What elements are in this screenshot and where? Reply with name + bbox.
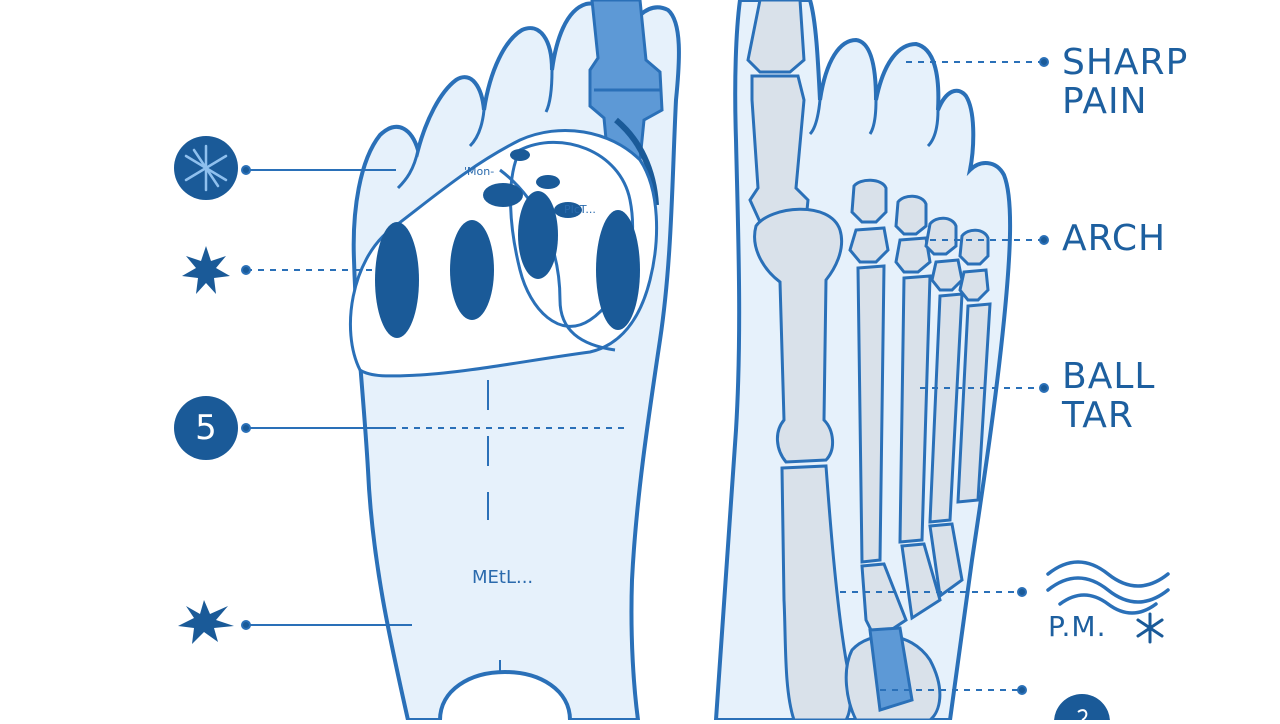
label-sharp-pain-line1: SHARP bbox=[1062, 42, 1189, 83]
label-scribble-2: PIcT... bbox=[564, 203, 596, 216]
label-ball-line1: BALL bbox=[1062, 356, 1156, 397]
lesser-toe-bones bbox=[848, 178, 992, 564]
label-ball-line2: TAR bbox=[1062, 394, 1134, 436]
label-arch: ARCH bbox=[1062, 218, 1167, 259]
big-toe-bones bbox=[746, 0, 852, 722]
star-burst-icon bbox=[182, 246, 230, 294]
left-foot bbox=[348, 0, 681, 722]
asterisk-circle-icon bbox=[174, 136, 238, 200]
asterisk-icon bbox=[1136, 612, 1164, 644]
number-badge-text: 5 bbox=[195, 408, 217, 448]
label-metatarsal: MEtL... bbox=[472, 567, 534, 588]
label-sharp-pain-line2: PAIN bbox=[1062, 80, 1148, 122]
leader-lines bbox=[241, 57, 1049, 695]
label-sharp-pain: SHARP PAIN bbox=[1062, 42, 1189, 122]
label-scribble-1: 'Mon- bbox=[464, 165, 495, 178]
right-foot bbox=[713, 0, 1013, 722]
wave-icon bbox=[1046, 560, 1170, 615]
label-ball: BALL TAR bbox=[1062, 356, 1156, 436]
star-burst-icon bbox=[178, 600, 234, 644]
number-badge-icon: 5 bbox=[174, 396, 238, 460]
label-pm: P.M. bbox=[1048, 610, 1107, 643]
round-badge-icon bbox=[1054, 694, 1110, 724]
heel-circle bbox=[438, 669, 572, 721]
